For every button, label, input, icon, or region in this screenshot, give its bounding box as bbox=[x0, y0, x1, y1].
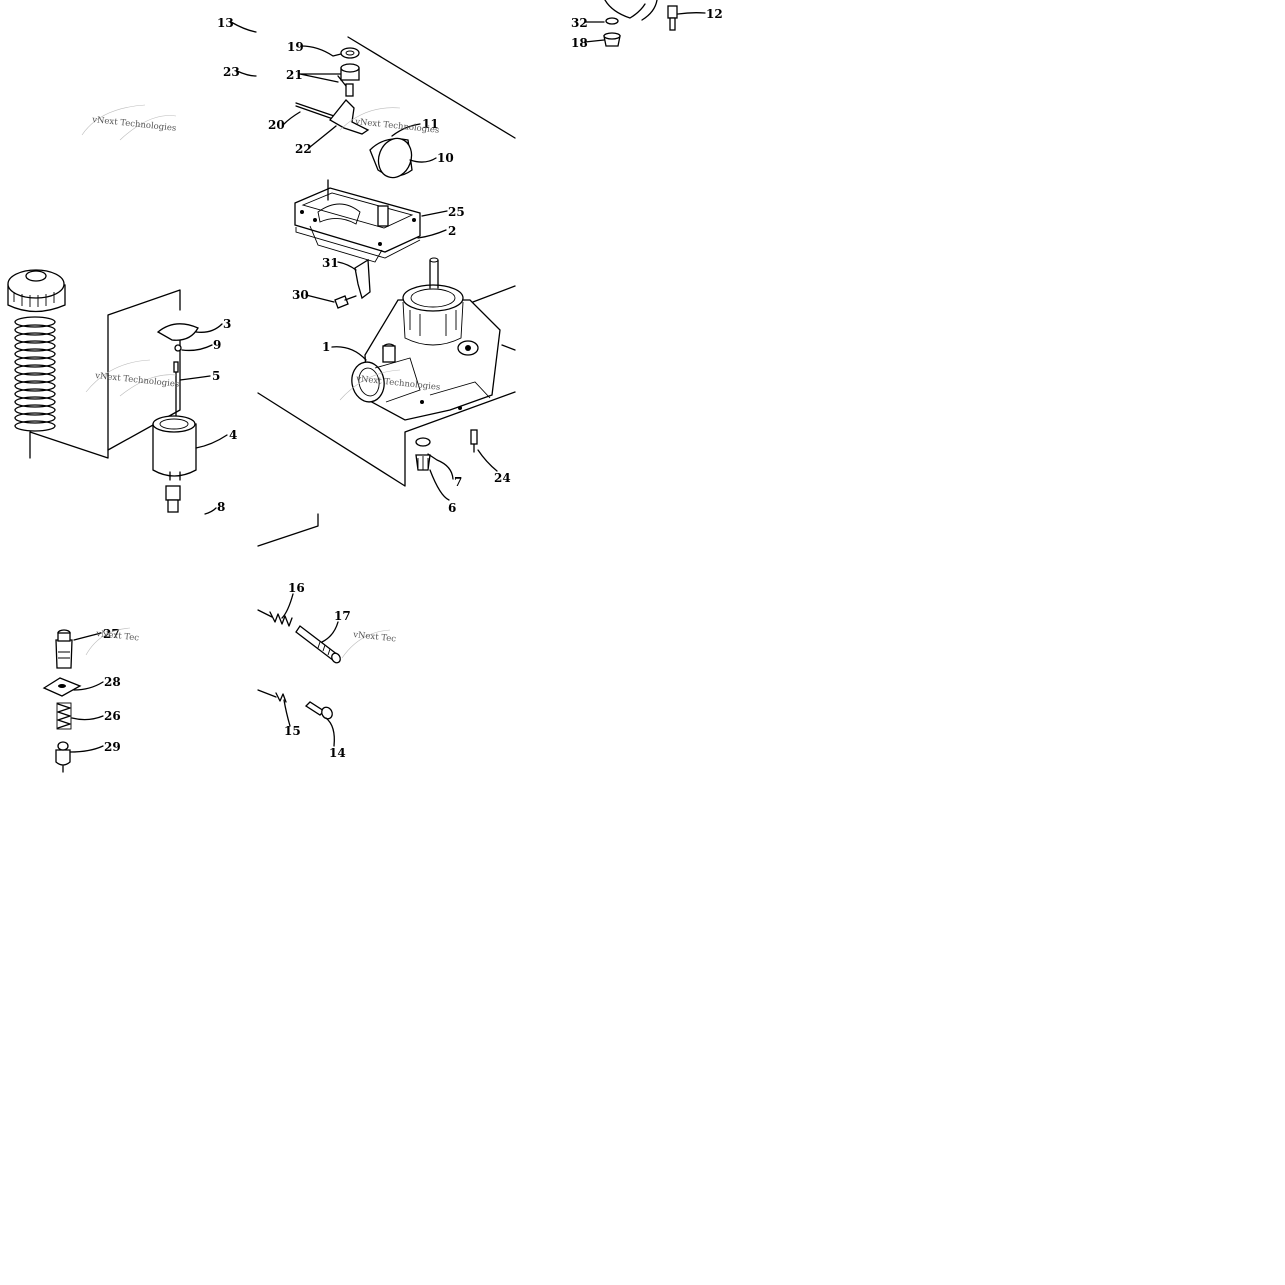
callout-17: 17 bbox=[334, 609, 351, 623]
callout-8: 8 bbox=[217, 500, 225, 514]
callout-19: 19 bbox=[287, 40, 304, 54]
starter-spring bbox=[56, 702, 72, 730]
carburetor-top-cap bbox=[7, 269, 66, 313]
callout-1: 1 bbox=[322, 340, 330, 354]
callout-15: 15 bbox=[284, 724, 301, 738]
idle-screw-spring bbox=[257, 689, 287, 703]
throttle-slide bbox=[152, 415, 197, 481]
adjusting-nut bbox=[340, 63, 360, 97]
callout-13: 13 bbox=[217, 16, 234, 30]
callout-16: 16 bbox=[288, 581, 305, 595]
watermark-text: vNext Tec bbox=[352, 630, 397, 645]
callout-9: 9 bbox=[213, 338, 221, 352]
callout-32: 32 bbox=[571, 16, 588, 30]
float bbox=[369, 137, 413, 179]
watermarks: vNext Technologies vNext Technologies vN… bbox=[81, 104, 441, 659]
body-screw bbox=[470, 429, 478, 453]
callout-14: 14 bbox=[329, 746, 346, 760]
needle-clip-plate bbox=[156, 323, 199, 341]
callout-5: 5 bbox=[212, 369, 220, 383]
callout-21: 21 bbox=[286, 68, 303, 82]
callout-30: 30 bbox=[292, 288, 309, 302]
callout-11: 11 bbox=[422, 117, 439, 131]
callout-20: 20 bbox=[268, 118, 285, 132]
callout-12: 12 bbox=[706, 7, 723, 21]
callout-23: 23 bbox=[223, 65, 240, 79]
seal-washer bbox=[42, 677, 82, 697]
idle-adjust-screw bbox=[304, 701, 333, 720]
pilot-air-screw bbox=[295, 625, 341, 664]
callout-29: 29 bbox=[104, 740, 121, 754]
callout-18: 18 bbox=[571, 36, 588, 50]
watermark-text: vNext Technologies bbox=[94, 371, 180, 390]
drain-bracket bbox=[354, 258, 371, 300]
plug-nut bbox=[603, 32, 621, 47]
throttle-return-spring bbox=[14, 316, 56, 432]
e-ring bbox=[174, 344, 182, 352]
callout-7: 7 bbox=[454, 475, 462, 489]
callout-labels: 13 23 19 21 20 22 11 10 25 2 31 30 1 3 9… bbox=[103, 7, 723, 760]
callout-2: 2 bbox=[448, 224, 456, 238]
screw bbox=[334, 295, 357, 309]
callout-22: 22 bbox=[295, 142, 312, 156]
callout-6: 6 bbox=[448, 501, 456, 515]
watermark-text: vNext Tec bbox=[95, 629, 140, 644]
callout-24: 24 bbox=[494, 471, 511, 485]
carburetor-body bbox=[351, 257, 501, 421]
drain-plug bbox=[415, 454, 431, 471]
bracket bbox=[329, 99, 370, 135]
drain-washer bbox=[415, 437, 431, 447]
small-washer bbox=[605, 17, 619, 25]
reference-plane-lines bbox=[29, 36, 516, 547]
callout-4: 4 bbox=[229, 428, 237, 442]
callout-31: 31 bbox=[322, 256, 339, 270]
watermark-text: vNext Technologies bbox=[91, 115, 177, 134]
callout-10: 10 bbox=[437, 151, 454, 165]
callout-28: 28 bbox=[104, 675, 121, 689]
leader-lines bbox=[69, 12, 706, 753]
starter-plunger-nut bbox=[55, 629, 73, 669]
bowl-fragment bbox=[604, 0, 658, 21]
starter-plunger bbox=[55, 741, 71, 773]
cover-bolt bbox=[667, 5, 678, 31]
air-screw-spring bbox=[257, 609, 293, 627]
needle-jet bbox=[165, 485, 181, 513]
callout-25: 25 bbox=[448, 205, 465, 219]
top-washer bbox=[340, 47, 360, 59]
callout-26: 26 bbox=[104, 709, 121, 723]
pin bbox=[295, 102, 338, 121]
float-cover-gasket bbox=[295, 227, 421, 259]
callout-3: 3 bbox=[223, 317, 231, 331]
